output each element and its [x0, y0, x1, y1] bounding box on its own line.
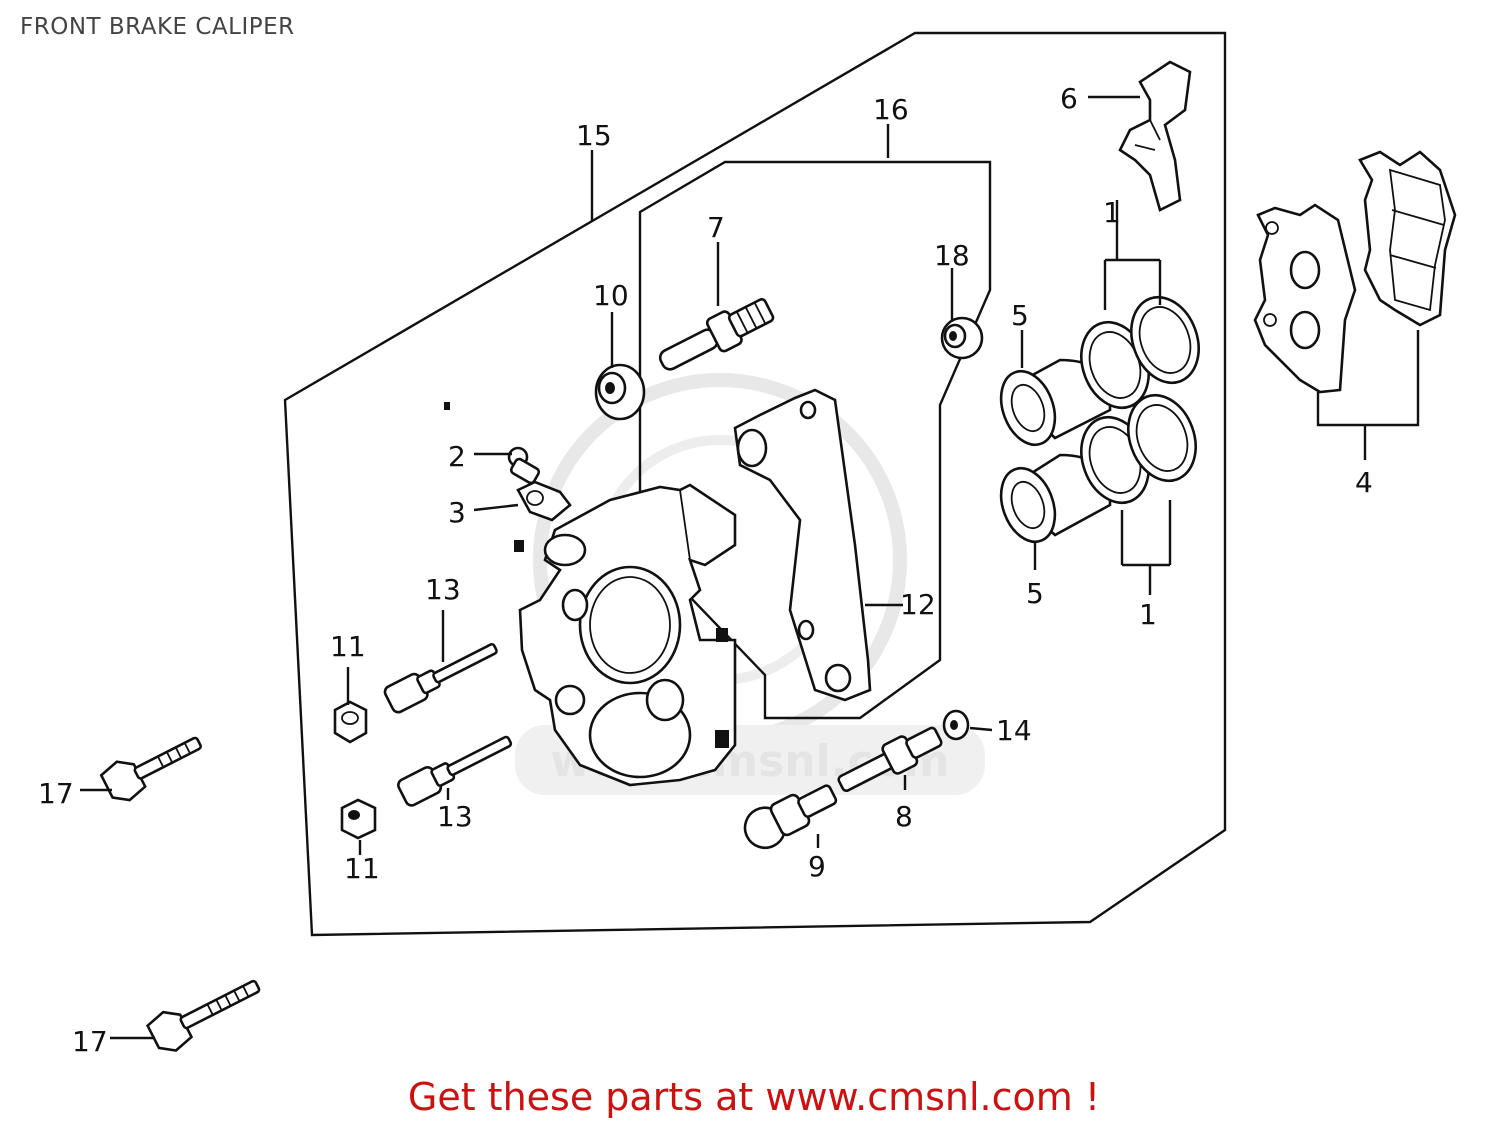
callout-5-lower: 5 [1026, 577, 1044, 610]
part-2-bleeder-screw [507, 446, 541, 485]
part-11-nut-upper [333, 700, 368, 744]
part-3-bleeder-cap [516, 480, 572, 522]
callout-1-lower: 1 [1139, 598, 1157, 631]
leader-lines [80, 95, 1420, 1040]
callout-15: 15 [576, 119, 612, 152]
callout-14: 14 [996, 714, 1032, 747]
callout-3: 3 [448, 496, 466, 529]
part-7-pin-bolt [658, 298, 775, 371]
part-13-bolt-upper [383, 643, 498, 714]
callout-numbers: 1 1 2 3 4 5 5 6 7 8 9 10 11 11 12 13 13 … [38, 82, 1373, 1058]
callout-8: 8 [895, 800, 913, 833]
part-17-bolt-upper [99, 736, 202, 802]
callout-11-upper: 11 [330, 630, 366, 663]
callout-7: 7 [707, 211, 725, 244]
callout-17-upper: 17 [38, 777, 74, 810]
part-18-boot [940, 316, 984, 360]
part-14-washer [942, 709, 970, 741]
part-5-piston-upper [999, 358, 1112, 447]
callout-16: 16 [873, 93, 909, 126]
part-17-bolt-lower [145, 979, 261, 1052]
diagram-title: FRONT BRAKE CALIPER [20, 14, 295, 40]
small-marker-a [514, 540, 524, 552]
callout-13-lower: 13 [437, 800, 473, 833]
part-1-seal-upper [1080, 295, 1200, 410]
part-4-pad-shim [1253, 203, 1357, 394]
part-12-bracket-plate [733, 388, 872, 702]
callout-2: 2 [448, 440, 466, 473]
callout-6: 6 [1060, 82, 1078, 115]
small-marker-b [444, 402, 450, 410]
part-1-seal-lower [1080, 393, 1197, 505]
part-5-piston-lower [999, 453, 1112, 544]
part-9-bolt [743, 784, 838, 850]
callout-9: 9 [808, 850, 826, 883]
part-13-bolt-lower [397, 735, 513, 807]
caliper-body [518, 483, 737, 787]
callout-5-upper: 5 [1011, 299, 1029, 332]
footer-parts-link[interactable]: Get these parts at www.cmsnl.com ! [0, 1075, 1500, 1119]
part-11-nut-lower [340, 798, 377, 840]
part-10-boot [594, 363, 646, 421]
outline-assembly-15 [283, 31, 1227, 937]
callout-4: 4 [1355, 466, 1373, 499]
footer-link-text[interactable]: Get these parts at www.cmsnl.com ! [407, 1075, 1101, 1119]
callout-12: 12 [900, 588, 936, 621]
callout-11-lower: 11 [344, 852, 380, 885]
callout-1-upper: 1 [1103, 196, 1121, 229]
part-8-bolt [837, 726, 943, 793]
part-6-clip [1118, 60, 1192, 212]
part-4-pad [1358, 150, 1457, 327]
callout-17-lower: 17 [72, 1025, 108, 1058]
callout-10: 10 [593, 279, 629, 312]
callout-13-upper: 13 [425, 573, 461, 606]
callout-18: 18 [934, 239, 970, 272]
